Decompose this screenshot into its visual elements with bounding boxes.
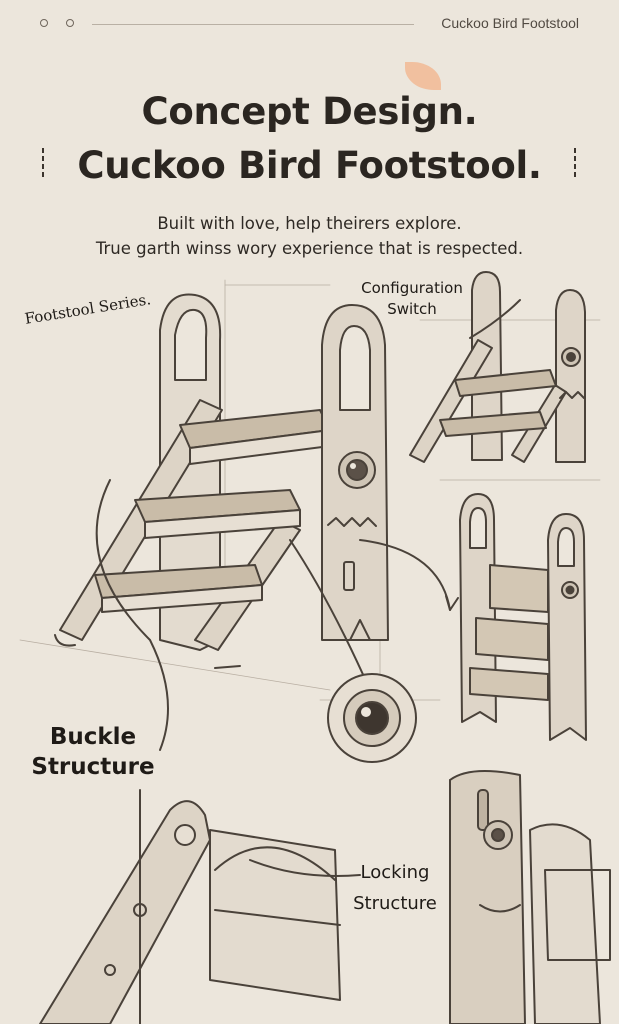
locking-structure-sketch [39,770,611,1024]
folded-stool-sketch [459,493,587,741]
brand-label: Cuckoo Bird Footstool [441,15,579,31]
locking-label-line-2: Structure [353,893,437,914]
subtitle-line-2: True garth winss wory experience that is… [95,239,524,258]
window-dot-icon [40,19,48,27]
buckle-label-line-2: Structure [31,754,155,780]
window-dot-icon [66,19,74,27]
configuration-switch-label: Configuration Switch [350,278,474,320]
top-bar: Cuckoo Bird Footstool [0,0,619,48]
locking-structure-label: Locking Structure [340,857,450,919]
buckle-label-line-1: Buckle [49,724,137,750]
subtitle-line-1: Built with love, help theirers explore. [157,214,462,233]
page-title-line-1: Concept Design. [141,90,478,133]
divider-bars-icon [572,148,578,184]
buckle-structure-label: Buckle Structure [26,722,160,782]
locking-label-line-1: Locking [360,862,430,883]
buckle-detail-sketch [327,673,417,763]
configuration-label-line-1: Configuration [361,279,463,297]
divider-bars-icon [40,148,46,184]
configuration-label-line-2: Switch [387,300,437,318]
main-stool-sketch [54,293,459,751]
page-title-line-2: Cuckoo Bird Footstool. [77,144,542,187]
config-stool-sketch [409,271,586,463]
top-divider-line [92,24,414,25]
